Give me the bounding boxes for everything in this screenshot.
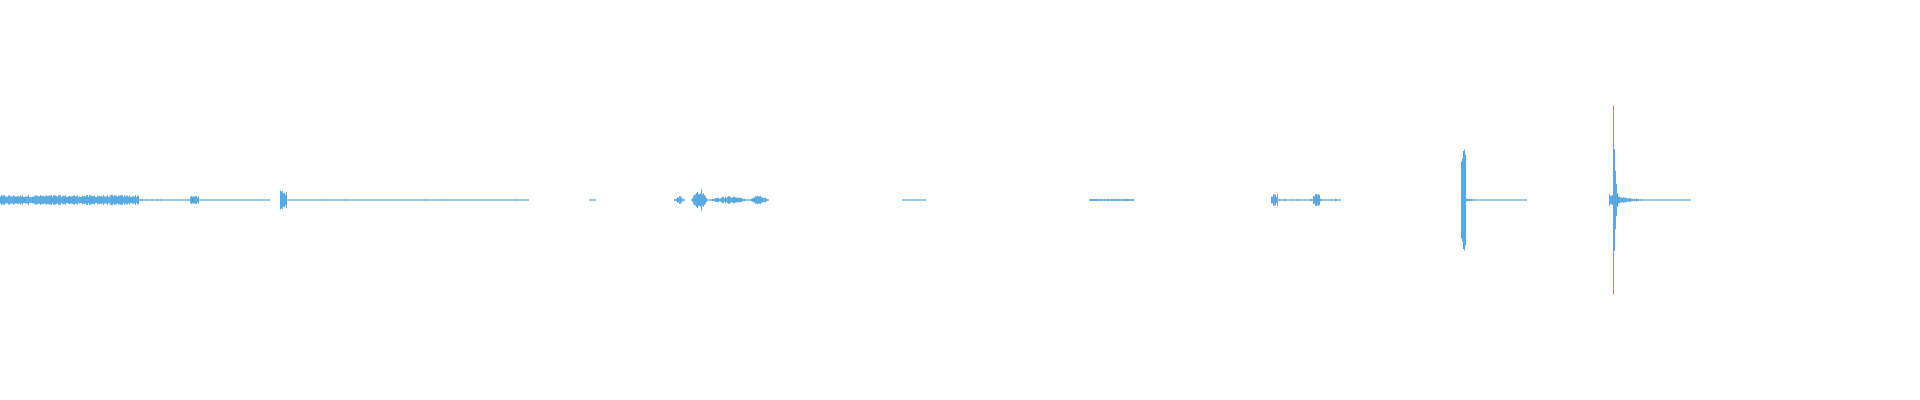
waveform-clip (674, 196, 685, 204)
waveform-clip (1313, 194, 1320, 206)
waveform-clip (1613, 105, 1623, 295)
waveform-clip (1461, 149, 1466, 251)
waveform-clip (902, 199, 926, 201)
waveform-clip (1089, 198, 1134, 202)
waveform-clip (691, 189, 708, 211)
waveform-clip (749, 195, 769, 205)
waveform-clip (0, 195, 139, 205)
waveform-clip (708, 196, 750, 204)
waveform-clip (589, 199, 596, 201)
waveform-clip (284, 199, 529, 201)
waveform-clip (190, 195, 199, 205)
waveform-clip (1271, 194, 1278, 206)
